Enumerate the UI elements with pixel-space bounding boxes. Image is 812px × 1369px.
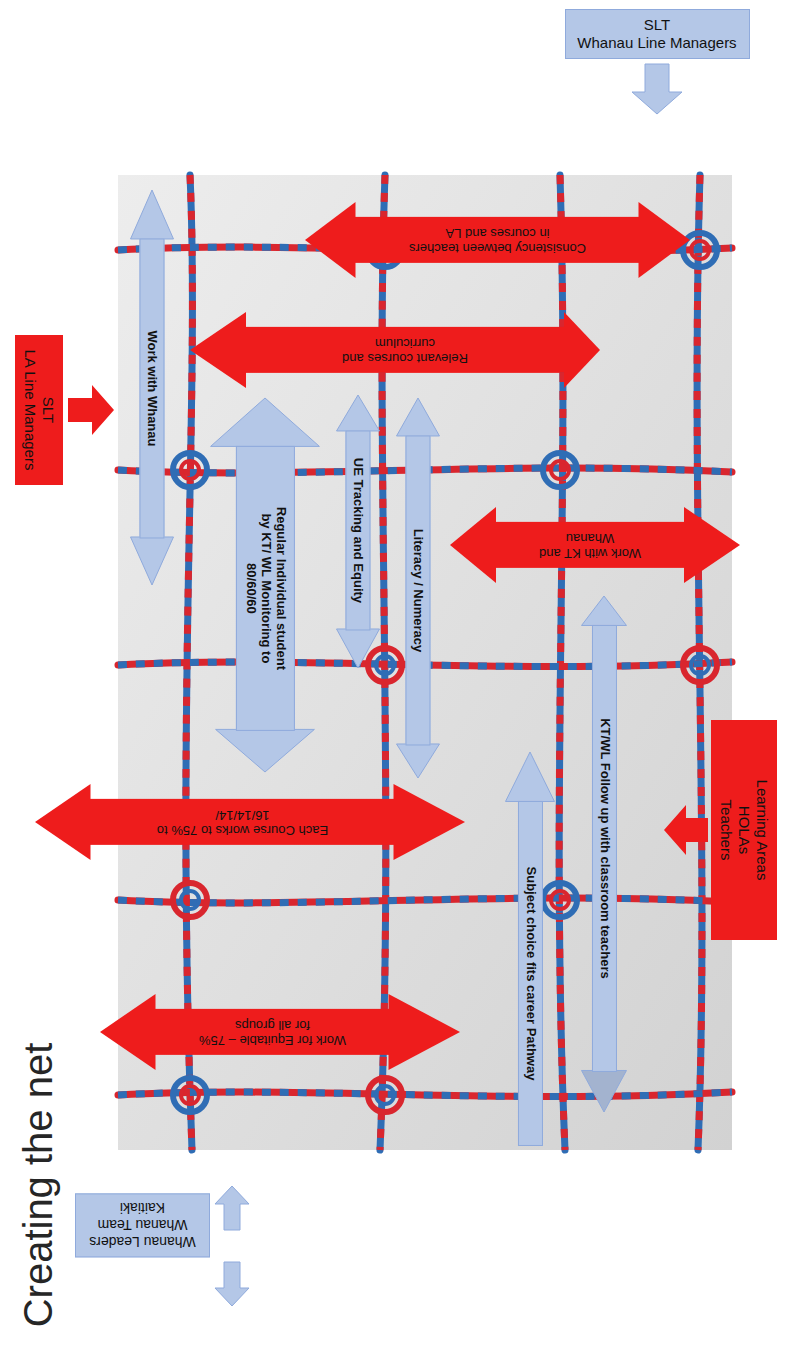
node-text: Whanau Team [84,1217,201,1234]
knot [173,883,207,917]
rope [118,1092,732,1097]
arrow-head [450,507,496,583]
knot [181,891,199,909]
arrow-head [582,596,627,625]
arrow-box: Work with Whanau [140,238,165,538]
arrow-head [131,537,174,585]
arrow-head [684,507,740,583]
rope [118,1092,732,1097]
knot [173,453,207,487]
block-arrow [632,64,682,114]
node-text: Whanau Line Managers [574,34,741,52]
knot [368,1078,402,1112]
node-text: LA Line Managers [21,343,39,477]
node-text: KT/WL Follow up with classroom teachers [597,631,612,1064]
block-arrow [68,385,114,435]
arrow-box: Relevant courses and curriculum [245,327,565,373]
node-text: Whanau Leaders [84,1234,201,1251]
rope-knots [173,233,717,1112]
node-text: Regular Individual student by KT/ WL Mon… [243,501,288,674]
arrow-box: Regular Individual student by KT/ WL Mon… [236,445,295,730]
node-text: Consistency between teachers in courses … [405,225,590,255]
node-text: SLT [574,16,741,34]
group-box: Learning AreasHOLAsTeachers [711,720,777,940]
arrow-head [305,202,356,278]
node-text: SLT [39,343,57,477]
knot [543,883,577,917]
node-text: Work for Equitable – 75% for all groups [195,1017,350,1047]
knot [683,648,717,682]
diagram-title: Creating the net [15,1043,61,1328]
arrow-head [337,629,380,668]
arrow-head [582,1070,627,1112]
arrow-head [389,994,461,1070]
block-arrow [664,805,708,855]
arrow-head [639,202,691,278]
rope [118,898,732,903]
knot [181,461,199,479]
node-text: Kaitiaki [84,1200,201,1217]
arrow-head [397,398,440,436]
arrow-box: Work for Equitable – 75% for all groups [155,1009,390,1055]
node-text: Each Course works to 75% to 16/14/14/ [142,807,343,837]
arrow-box: Work with KT and Whanau [495,522,685,568]
block-arrow [215,1186,249,1230]
node-text: Learning Areas [753,728,771,932]
node-text: Work with Whanau [145,245,160,531]
arrow-box: Subject choice fits career Pathway [518,800,543,1145]
arrow-head [131,190,174,239]
arrow-head [100,994,156,1070]
knot [551,891,569,909]
arrow-head [506,752,555,801]
knot [543,453,577,487]
knot [173,1078,207,1112]
arrow-head [564,312,600,388]
knot [691,241,709,259]
knot [691,656,709,674]
arrow-head [397,744,440,778]
arrow-head [211,398,320,446]
arrow-box: Literacy / Numeracy [406,435,431,745]
knot [376,1086,394,1104]
rope [118,898,732,903]
knot [376,656,394,674]
node-text: Teachers [717,728,735,932]
arrow-head [190,312,246,388]
arrow-head [216,729,315,772]
group-box: SLTWhanau Line Managers [565,9,750,59]
arrow-head [394,784,466,860]
knot [181,1086,199,1104]
arrow-box: Each Course works to 75% to 16/14/14/ [90,799,395,845]
photo-ground [118,175,732,1150]
arrow-box: Consistency between teachers in courses … [355,217,640,263]
group-box: Whanau LeadersWhanau TeamKaitiaki [75,1193,210,1257]
arrow-box: UE Tracking and Equity [346,430,371,630]
node-text: Work with KT and Whanau [527,530,653,560]
node-text: Relevant courses and curriculum [330,335,480,365]
node-text: Subject choice fits career Pathway [523,807,538,1138]
block-arrow [215,1262,249,1306]
group-box: SLTLA Line Managers [15,335,63,485]
arrow-head [337,395,380,431]
node-text: UE Tracking and Equity [351,437,366,623]
knot [683,233,717,267]
knot [551,461,569,479]
arrow-box: KT/WL Follow up with classroom teachers [592,624,617,1071]
node-text: Literacy / Numeracy [411,442,426,738]
arrow-head [35,784,91,860]
node-text: HOLAs [735,728,753,932]
knot [368,648,402,682]
